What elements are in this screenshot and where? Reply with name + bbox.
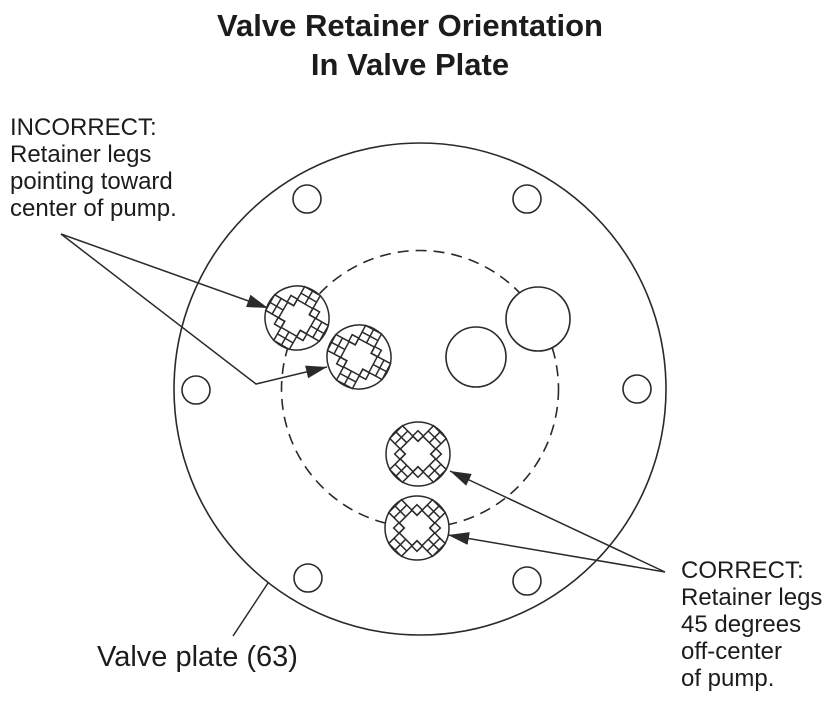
incorrect-label: INCORRECT: Retainer legs pointing toward… (10, 114, 177, 222)
incorrect-label-line: Retainer legs (10, 141, 152, 168)
correct-label-line: CORRECT: (681, 557, 804, 584)
correct-label-line: off-center (681, 638, 782, 665)
title-line-2: In Valve Plate (310, 47, 510, 82)
retainer-correct-1 (371, 407, 465, 501)
bolt-hole (181, 375, 211, 405)
arrow-correct-1 (449, 470, 666, 573)
retainer-incorrect-2 (314, 312, 404, 402)
correct-label-line: of pump. (681, 665, 775, 692)
bolt-hole (622, 374, 652, 404)
incorrect-label-line: center of pump. (10, 195, 177, 222)
bolt-hole (292, 184, 322, 214)
valve-plate-label: Valve plate (63) (97, 641, 298, 673)
bolt-hole (512, 184, 542, 214)
valve-port-circle (505, 286, 571, 352)
correct-label: CORRECT: Retainer legs 45 degrees off-ce… (681, 557, 822, 692)
valve-port-circle (445, 326, 507, 388)
retainer-correct-2 (370, 481, 464, 575)
correct-label-line: Retainer legs (681, 584, 823, 611)
correct-label-line: 45 degrees (681, 611, 802, 638)
valve-plate-leader-line (232, 582, 269, 637)
arrow-incorrect-1 (60, 233, 269, 309)
arrow-incorrect-2 (60, 233, 328, 385)
arrow-correct-2 (447, 532, 666, 573)
bolt-hole (512, 566, 542, 596)
bolt-hole (293, 563, 323, 593)
page-title: Valve Retainer Orientation In Valve Plat… (0, 6, 820, 84)
incorrect-label-line: pointing toward (10, 168, 173, 195)
valve-plate-circle (173, 142, 667, 636)
title-line-1: Valve Retainer Orientation (217, 8, 603, 43)
incorrect-label-line: INCORRECT: (10, 114, 157, 141)
